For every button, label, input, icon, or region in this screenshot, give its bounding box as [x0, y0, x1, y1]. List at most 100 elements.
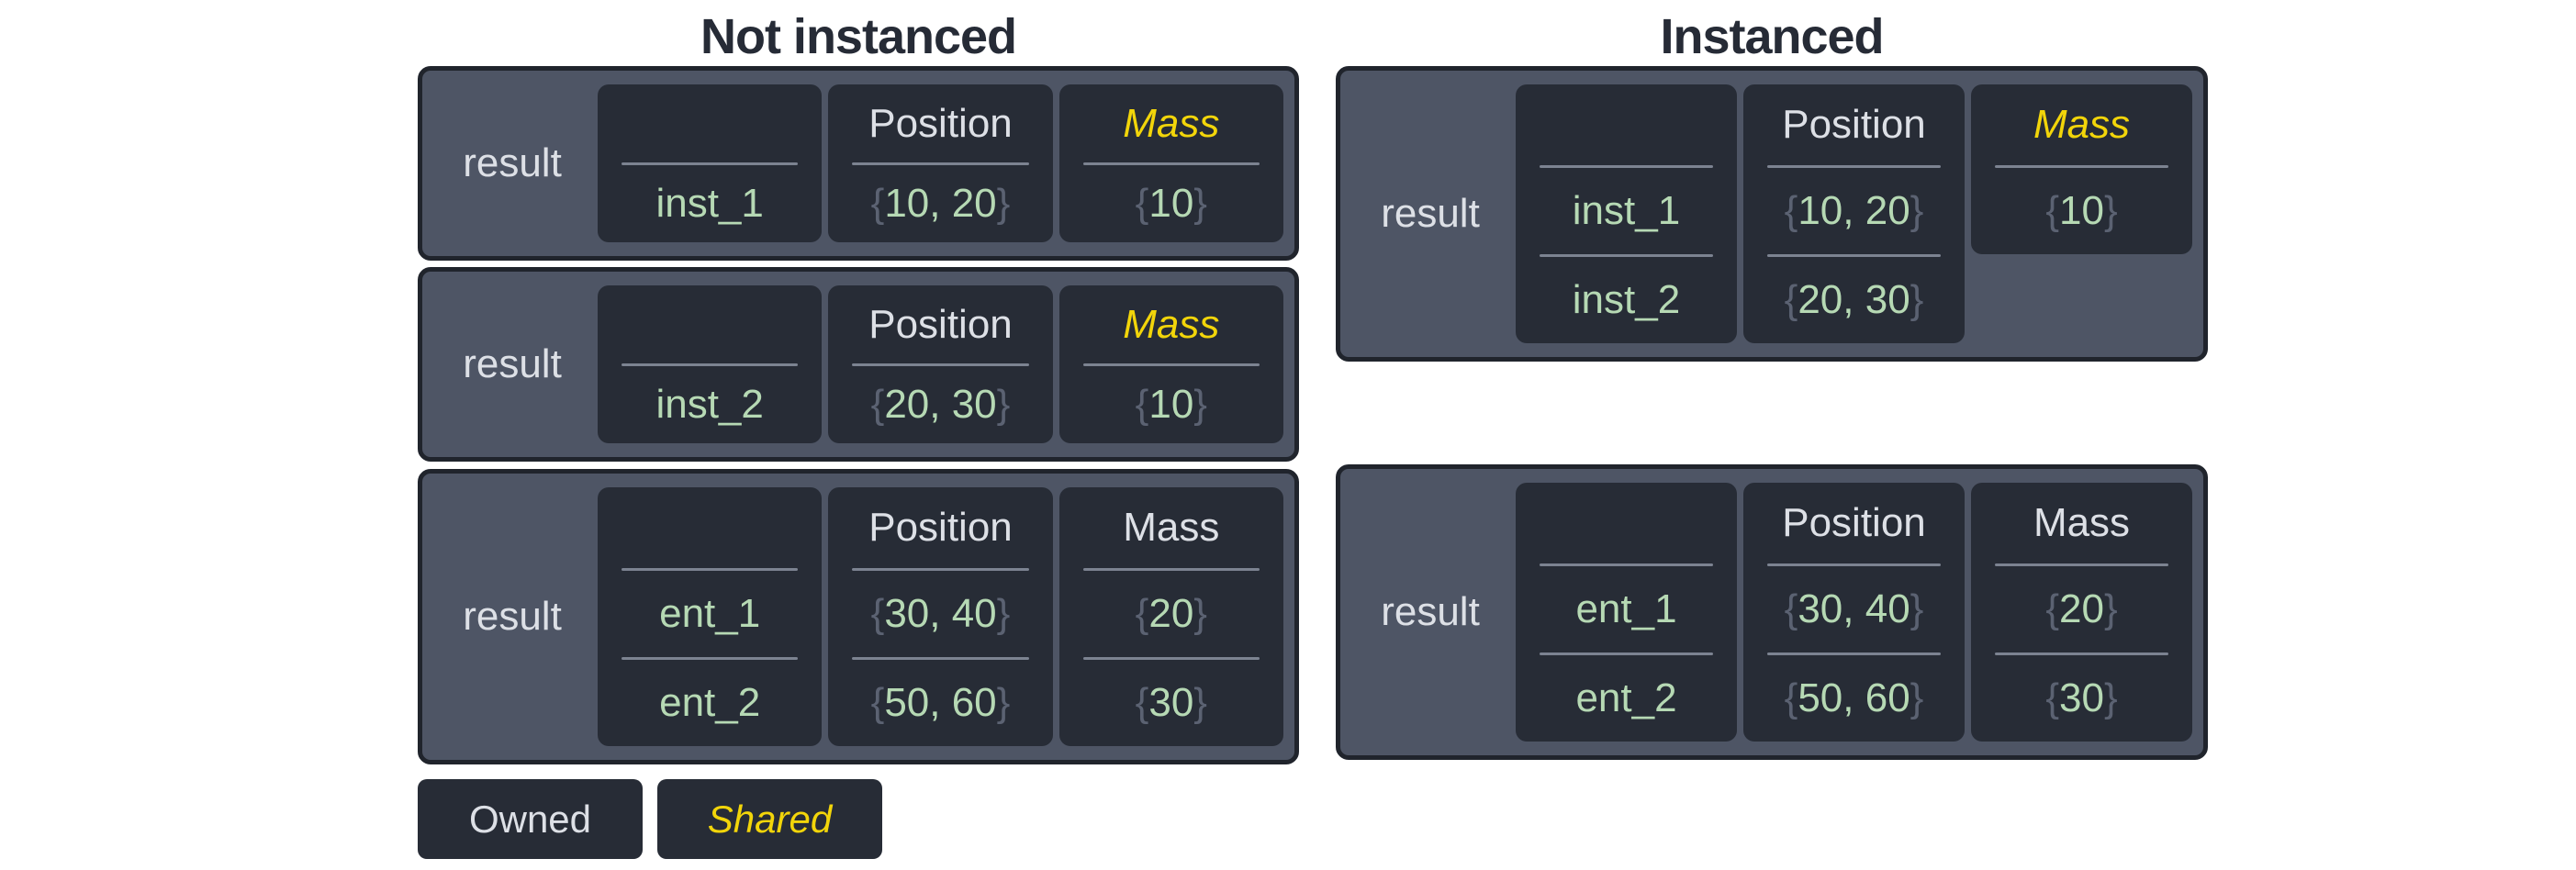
column-header: Mass	[2033, 102, 2131, 147]
value-cell: {10}	[1971, 168, 2192, 254]
result-label: result	[1381, 191, 1480, 236]
component-column-position: Position {10, 20}	[828, 84, 1053, 242]
open-brace: {	[2045, 188, 2060, 233]
close-brace: }	[1910, 675, 1924, 720]
value-cell: {10, 20}	[828, 165, 1052, 242]
open-brace: {	[2045, 586, 2060, 631]
value-cell: {10}	[1059, 165, 1283, 242]
value-cell: inst_1	[655, 181, 764, 226]
divider-line	[622, 568, 799, 571]
column-header: Position	[1782, 500, 1926, 545]
divider-line	[1995, 165, 2168, 168]
divider-line	[1540, 563, 1713, 566]
legend: Owned Shared	[418, 779, 1299, 859]
value-text: 30, 40	[884, 591, 997, 636]
value-text: 10	[1148, 382, 1194, 427]
divider-line	[1995, 652, 2168, 655]
column-header: Mass	[1123, 301, 1220, 347]
divider-line	[1767, 652, 1941, 655]
open-brace: {	[1784, 188, 1798, 233]
table-cells: inst_1 Position {10, 20}Mass{10}	[598, 84, 1283, 242]
column-header: Position	[868, 301, 1013, 347]
open-brace: {	[1135, 591, 1149, 636]
open-brace: {	[870, 181, 885, 226]
divider-line	[1767, 563, 1941, 566]
component-column-mass: Mass{20}{30}	[1058, 487, 1283, 746]
open-brace: {	[1135, 382, 1149, 427]
divider-line	[1767, 254, 1941, 257]
value-cell: ent_1	[659, 591, 761, 636]
open-brace: {	[2045, 675, 2060, 720]
column-header-empty	[598, 285, 822, 363]
divider-line	[622, 363, 799, 366]
open-brace: {	[1135, 181, 1149, 226]
value-cell: {50, 60}	[1743, 655, 1965, 742]
value-cell: {10, 20}	[1743, 168, 1965, 254]
component-column-mass: Mass{20}{30}	[1971, 483, 2192, 742]
close-brace: }	[2103, 675, 2118, 720]
table-cells: inst_2 Position {20, 30} Mass {10}	[598, 285, 1283, 443]
divider-line	[1767, 165, 1941, 168]
value-cell: inst_2	[655, 382, 764, 427]
close-brace: }	[2103, 188, 2118, 233]
close-brace: }	[996, 591, 1011, 636]
value-text: 30, 40	[1798, 586, 1910, 631]
value-cell: {30, 40}	[828, 571, 1052, 657]
divider-line	[1082, 657, 1260, 660]
open-brace: {	[1784, 675, 1798, 720]
value-text: 30	[2059, 675, 2104, 720]
value-cell: ent_2	[1575, 675, 1677, 720]
column-header: Position	[868, 100, 1013, 146]
value-text: 20	[1148, 591, 1194, 636]
instanced-title: Instanced	[1660, 9, 1884, 64]
open-brace: {	[1135, 680, 1149, 725]
open-brace: {	[1784, 586, 1798, 631]
open-brace: {	[870, 680, 885, 725]
component-column-mass: Mass {10}	[1058, 285, 1283, 443]
column-header-empty	[1516, 483, 1737, 563]
close-brace: }	[1910, 277, 1924, 322]
legend-owned-label: Owned	[468, 797, 592, 841]
component-column-position: Position {20, 30}	[828, 285, 1053, 443]
divider-line	[1082, 162, 1260, 165]
open-brace: {	[870, 382, 885, 427]
value-text: 50, 60	[1798, 675, 1910, 720]
legend-shared: Shared	[657, 779, 882, 859]
value-cell: {20}	[1059, 571, 1283, 657]
divider-line	[622, 657, 799, 660]
open-brace: {	[870, 591, 885, 636]
result-label: result	[1381, 589, 1480, 634]
value-cell: {10}	[1059, 366, 1283, 443]
entity-column: inst_2	[598, 285, 823, 443]
open-brace: {	[1784, 277, 1798, 322]
component-column-position: Position{30, 40}{50, 60}	[828, 487, 1053, 746]
value-text: 10	[1148, 181, 1194, 226]
value-cell: {20, 30}	[828, 366, 1052, 443]
column-header: Mass	[1123, 505, 1220, 550]
column-header-empty	[1516, 84, 1737, 165]
divider-line	[1082, 568, 1260, 571]
value-text: 20	[2059, 586, 2104, 631]
component-column-mass: Mass{10}	[1058, 84, 1283, 242]
column-header: Position	[1782, 102, 1926, 147]
value-cell: inst_1	[1572, 188, 1681, 233]
divider-line	[1995, 563, 2168, 566]
close-brace: }	[1910, 586, 1924, 631]
value-cell: {50, 60}	[828, 660, 1052, 746]
value-text: 20, 30	[1798, 277, 1910, 322]
close-brace: }	[1193, 181, 1207, 226]
component-column-position: Position{10, 20}{20, 30}	[1743, 84, 1965, 343]
column-header: Position	[868, 505, 1013, 550]
close-brace: }	[1910, 188, 1924, 233]
column-header: Mass	[2033, 500, 2131, 545]
